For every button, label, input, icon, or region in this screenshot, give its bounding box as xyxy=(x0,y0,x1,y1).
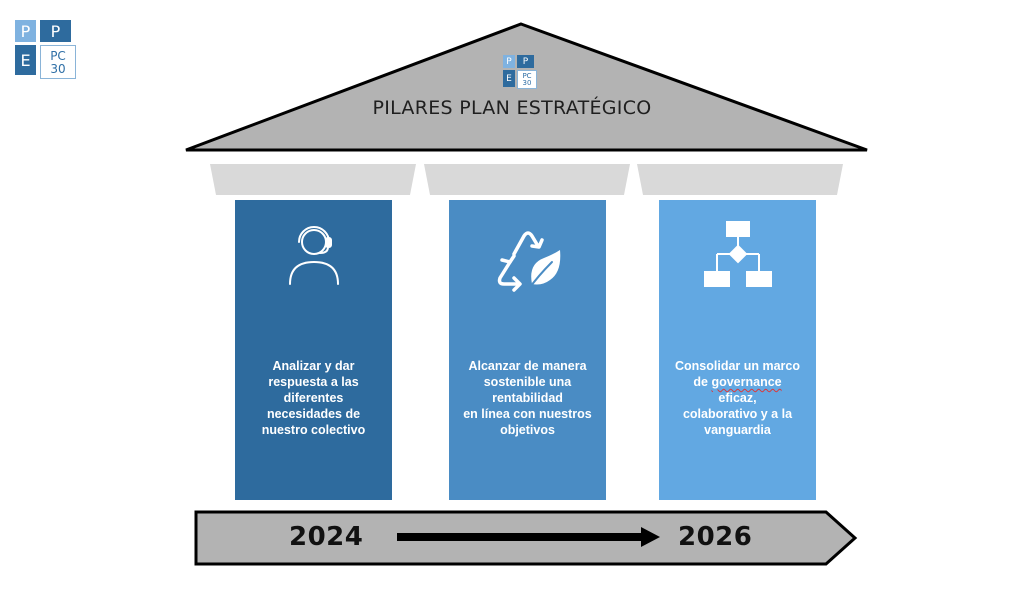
roof-logo-tile-p2: P xyxy=(517,55,534,68)
recycle-leaf-icon xyxy=(449,220,606,292)
capital-2 xyxy=(424,164,630,195)
logo-tile-e: E xyxy=(15,45,36,75)
logo-tile-p1: P xyxy=(15,20,36,42)
pillar-3: Consolidar un marco de governance eficaz… xyxy=(659,200,816,500)
pillar-2: Alcanzar de manera sostenible una rentab… xyxy=(449,200,606,500)
flowchart-icon xyxy=(659,220,816,292)
logo-tile-pc30: PC 30 xyxy=(40,45,76,79)
pillar-3-text-governance: governance xyxy=(711,375,782,389)
roof-logo-pc-label: PC xyxy=(522,71,532,80)
roof-logo-num-label: 30 xyxy=(522,78,532,87)
timeline-arrow-band xyxy=(194,510,858,566)
roof-logo-tile-pc30: PC 30 xyxy=(517,70,537,89)
timeline-end-year: 2026 xyxy=(678,522,753,552)
capital-3 xyxy=(637,164,843,195)
timeline-progress-arrow xyxy=(397,527,660,547)
pillar-3-text: Consolidar un marco de governance eficaz… xyxy=(659,358,816,438)
pillar-3-text-after: eficaz, colaborativo y a la vanguardia xyxy=(682,391,793,437)
pillar-1: Analizar y dar respuesta a las diferente… xyxy=(235,200,392,500)
pillar-2-text: Alcanzar de manera sostenible una rentab… xyxy=(463,359,592,437)
roof-title: PILARES PLAN ESTRATÉGICO xyxy=(372,97,652,119)
timeline-start-year: 2024 xyxy=(289,522,364,552)
logo-num-label: 30 xyxy=(50,61,66,76)
pillar-3-text-before: Consolidar un marco de xyxy=(674,359,801,389)
logo-tile-p2: P xyxy=(40,20,71,42)
pillar-1-text: Analizar y dar respuesta a las diferente… xyxy=(261,359,366,437)
roof-logo-tile-p1: P xyxy=(503,55,515,68)
roof-logo-tile-e: E xyxy=(503,70,515,87)
customer-support-icon xyxy=(235,220,392,290)
capital-1 xyxy=(210,164,416,195)
logo-pc-label: PC xyxy=(50,48,66,63)
